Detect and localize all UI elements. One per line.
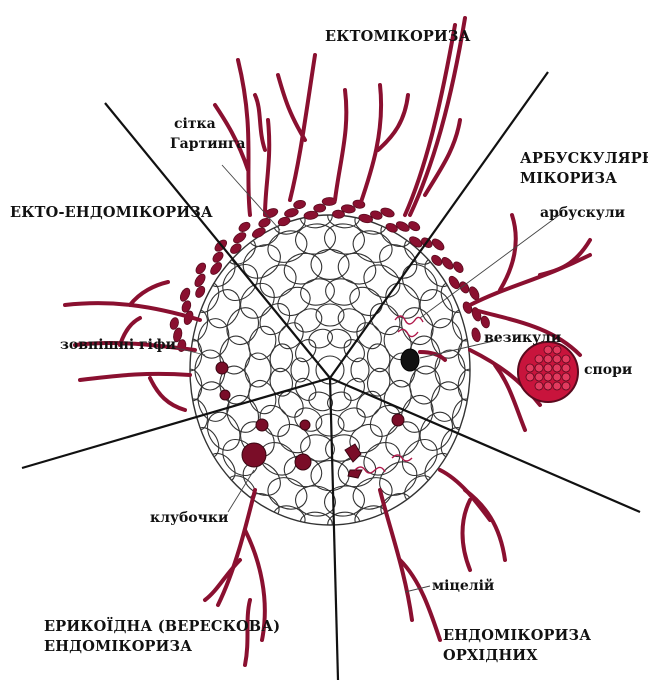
label-arbuscules: арбускули xyxy=(540,205,625,221)
label-orchid-line2: ОРХІДНИХ xyxy=(443,647,538,666)
spore-cell xyxy=(526,364,534,372)
mantle-blob xyxy=(194,285,207,299)
spore-cell xyxy=(544,355,552,363)
mantle-blob xyxy=(293,199,306,209)
spore-cell xyxy=(544,373,552,381)
mantle-blob xyxy=(451,260,465,274)
mantle-blob xyxy=(480,315,491,329)
mantle-blob xyxy=(440,255,455,271)
spore-cell xyxy=(553,364,561,372)
spore-cluster xyxy=(518,342,578,402)
label-external-hyphae: зовнішні гіфи xyxy=(60,337,176,353)
label-spores: спори xyxy=(584,362,632,378)
mantle-blob xyxy=(237,220,251,233)
label-vesicles: везикули xyxy=(484,330,561,346)
label-arbuscular-line2: МІКОРИЗА xyxy=(520,170,617,189)
mantle-blob xyxy=(430,237,446,252)
label-ectomycorrhiza: ЕКТОМІКОРИЗА xyxy=(325,28,471,47)
spore-cell xyxy=(544,346,552,354)
mantle-blob xyxy=(178,287,191,303)
label-hartig-net-line2: Гартинга xyxy=(170,136,245,152)
label-ericoid-line1: ЕРИКОЇДНА (ВЕРЕСКОВА) xyxy=(44,618,280,637)
label-mycelium: міцелій xyxy=(432,578,494,594)
spore-cell xyxy=(553,355,561,363)
spore-cell xyxy=(535,355,543,363)
spore-cell xyxy=(526,373,534,381)
label-ecto-endomycorrhiza: ЕКТО-ЕНДОМІКОРИЗА xyxy=(10,204,213,223)
mantle-blob xyxy=(471,327,482,342)
mantle-blob xyxy=(211,250,225,264)
spore-cell xyxy=(544,382,552,390)
mantle-blob xyxy=(193,272,207,288)
spore-cell xyxy=(562,364,570,372)
spore-cell xyxy=(562,382,570,390)
label-hartig-net-line1: сітка xyxy=(174,116,216,132)
label-coils: клубочки xyxy=(150,510,228,526)
label-arbuscular-line1: АРБУСКУЛЯРНА xyxy=(520,150,648,169)
mantle-blob xyxy=(284,207,300,218)
spore-cell xyxy=(535,382,543,390)
spore-cell xyxy=(553,373,561,381)
label-ericoid-line2: ЕНДОМІКОРИЗА xyxy=(44,638,192,657)
spore-cell xyxy=(553,382,561,390)
spore-cell xyxy=(562,355,570,363)
label-orchid-line1: ЕНДОМІКОРИЗА xyxy=(443,627,591,646)
spore-cell xyxy=(562,373,570,381)
spore-cell xyxy=(553,346,561,354)
mantle-blob xyxy=(407,220,421,233)
mantle-blob xyxy=(395,220,411,234)
spore-cell xyxy=(535,373,543,381)
spore-cell xyxy=(544,364,552,372)
mantle-blob xyxy=(313,204,326,213)
mantle-blob xyxy=(232,230,248,245)
spore-cell xyxy=(535,364,543,372)
mantle-blob xyxy=(194,261,208,275)
